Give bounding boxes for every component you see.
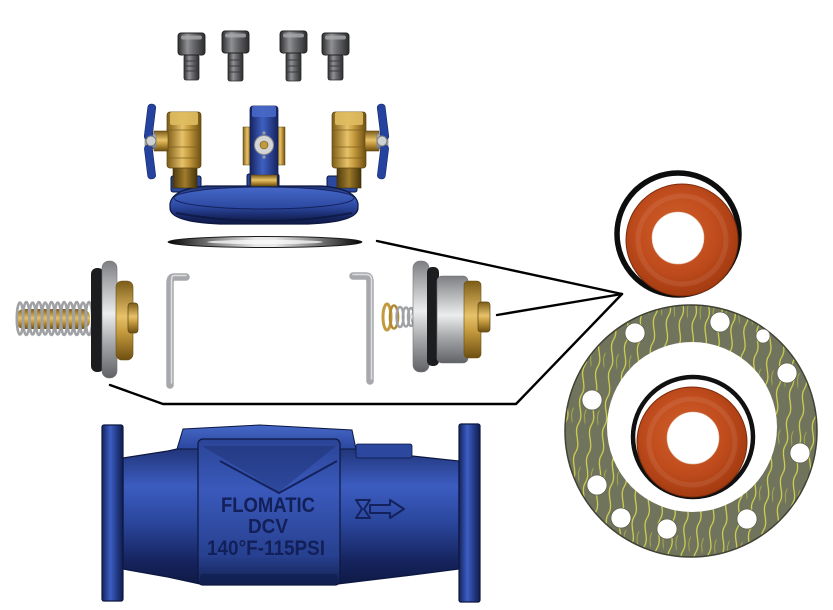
body-chamfer-shade [202,446,336,492]
check-module-left [15,260,139,379]
blue-tee-handle [143,103,157,180]
seal-disc-hole [651,211,705,265]
callout-line-top [375,239,624,296]
body-rating-text: 140°F-115PSI [207,537,325,560]
test-cock-left [143,103,202,189]
callout-line-bottom [108,292,624,406]
body-right-flange [458,423,481,603]
test-cock-right [331,103,390,189]
body-right-cone [337,443,460,585]
socket-bolt-icon [177,32,206,81]
poppet-disc [101,260,118,379]
socket-bolt-icon [279,30,308,82]
spring-icon [15,300,94,337]
cover-assembly [143,103,390,225]
body-center-section [197,438,341,586]
socket-bolt-icon [221,30,250,82]
socket-bolt-icon [321,32,350,81]
cover-o-ring-gasket [167,236,363,248]
module-seal-ring [427,267,439,366]
cover-bolts-group [177,30,350,82]
spring-icon [381,302,416,332]
poppet-hex-nub [127,302,139,334]
body-model-text: DCV [248,516,289,538]
center-fitting [242,105,286,187]
cover-plate-top [173,186,355,210]
callout-lines [108,239,624,406]
module-flange [412,260,430,373]
module-body [436,275,469,364]
body-left-cone [122,443,201,585]
callout-line-middle [495,292,624,317]
valve-body: FLOMATIC DCV 140°F-115PSI [101,423,481,603]
body-left-flange [101,424,124,602]
inner-seal-disc-hole [666,411,720,465]
body-top-step [355,443,413,459]
flange-gasket [564,304,818,558]
check-module-right [381,260,491,373]
flow-arrow-icon [355,499,405,519]
retainer-pin-right [349,272,374,385]
gasket-bolt-holes [581,311,811,540]
module-hex-nub [477,301,491,333]
blue-tee-handle [376,103,390,180]
upper-seal-disc [614,170,742,298]
body-brand-text: FLOMATIC [221,494,315,517]
retainer-pin-left [166,273,190,389]
poppet-seal-ring [91,268,104,372]
